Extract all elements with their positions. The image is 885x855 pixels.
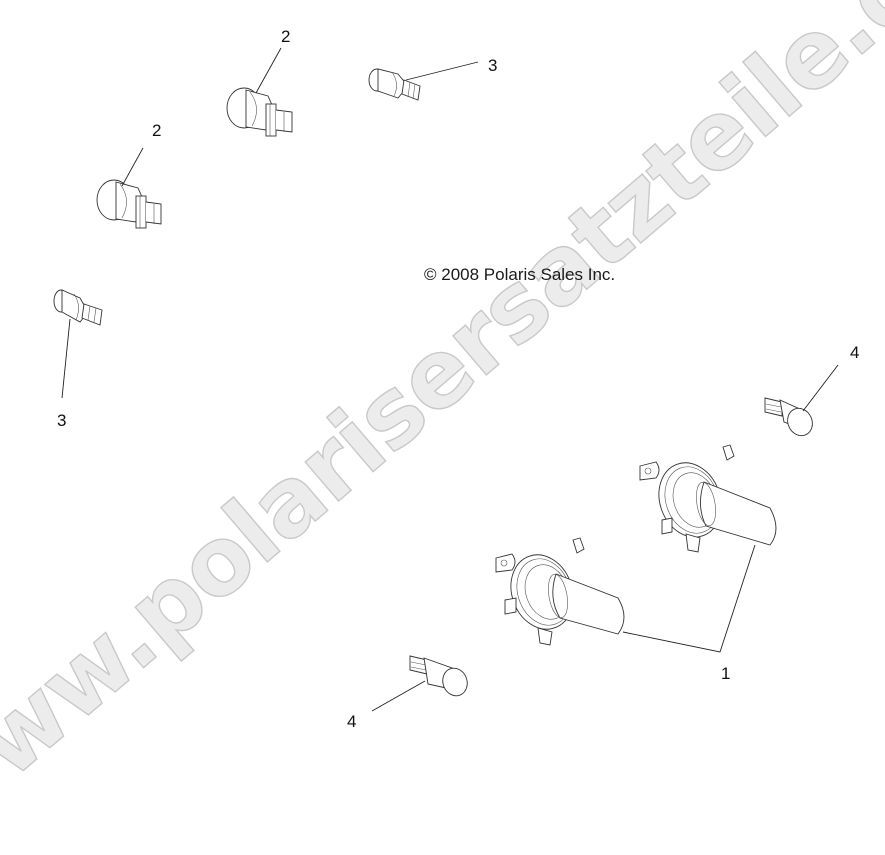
callout-label-4-bottom[interactable]: 4 bbox=[347, 712, 357, 731]
wedge-bulb-miniature-right[interactable] bbox=[764, 397, 817, 440]
wedge-bulb-large-lower[interactable] bbox=[96, 179, 162, 229]
wedge-bulb-miniature-bottom[interactable] bbox=[409, 655, 471, 699]
leader-line-4a bbox=[802, 364, 839, 412]
callout-label-2-upper[interactable]: 2 bbox=[281, 27, 291, 46]
headlight-bulb-lower[interactable] bbox=[495, 537, 625, 646]
callout-label-3-upper[interactable]: 3 bbox=[488, 56, 498, 75]
copyright-notice: © 2008 Polaris Sales Inc. bbox=[424, 265, 616, 284]
headlight-bulb-upper[interactable] bbox=[639, 444, 777, 553]
callout-label-3-lower[interactable]: 3 bbox=[57, 411, 67, 430]
leader-line-3a bbox=[405, 61, 479, 81]
callout-label-2-lower[interactable]: 2 bbox=[152, 121, 162, 140]
callout-label-4-right[interactable]: 4 bbox=[850, 343, 860, 362]
wedge-bulb-large-upper[interactable] bbox=[226, 87, 293, 137]
wedge-bulb-small-upper[interactable] bbox=[368, 68, 421, 101]
leader-line-4b bbox=[371, 680, 426, 712]
leader-line-1 bbox=[622, 544, 756, 653]
leader-line-3b bbox=[61, 318, 71, 399]
callout-label-1[interactable]: 1 bbox=[721, 664, 731, 683]
leader-line-2a bbox=[255, 47, 282, 94]
wedge-bulb-small-lower[interactable] bbox=[53, 289, 103, 326]
leader-line-2b bbox=[121, 147, 144, 187]
diagram-drawing bbox=[53, 47, 839, 712]
